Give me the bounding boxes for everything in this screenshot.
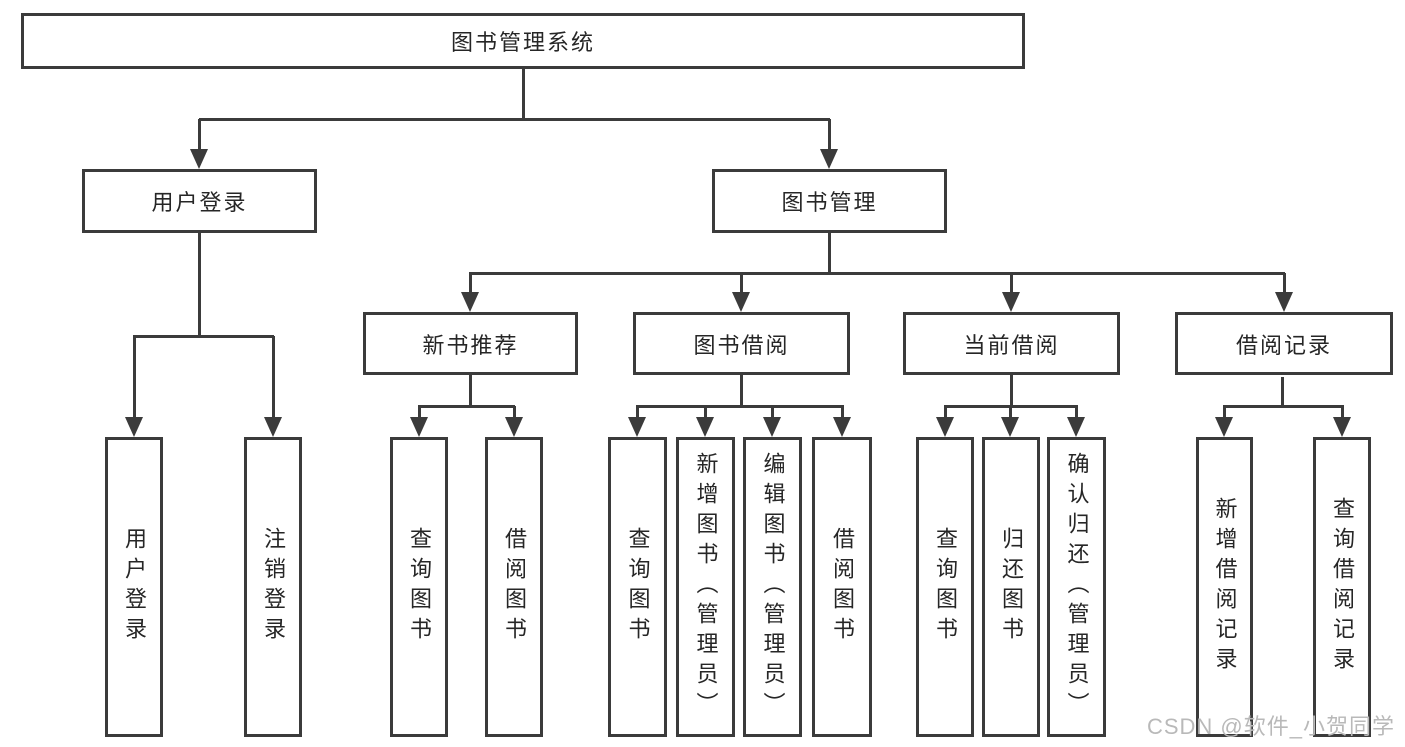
node-label: 当前借阅 bbox=[963, 332, 1060, 358]
arrowhead-down-icon bbox=[696, 417, 714, 437]
connector-line bbox=[1223, 406, 1226, 419]
connector-line bbox=[1009, 406, 1012, 419]
connector-line bbox=[771, 406, 774, 419]
leaf-borrow-books-recommend: 借阅图书 bbox=[485, 437, 543, 737]
connector-line bbox=[1010, 273, 1013, 294]
connector-line bbox=[272, 336, 275, 419]
node-label: 归还图书 bbox=[999, 527, 1024, 647]
connector-line bbox=[1341, 406, 1344, 419]
arrowhead-down-icon bbox=[505, 417, 523, 437]
arrowhead-down-icon bbox=[936, 417, 954, 437]
arrowhead-down-icon bbox=[820, 149, 838, 169]
node-label: 注销登录 bbox=[261, 527, 286, 647]
arrowhead-down-icon bbox=[1275, 292, 1293, 312]
connector-line bbox=[740, 375, 743, 407]
node-label: 新增借阅记录 bbox=[1212, 497, 1238, 677]
connector-line bbox=[636, 406, 639, 419]
node-label: 图书管理系统 bbox=[450, 30, 595, 55]
leaf-user-login: 用户登录 bbox=[105, 437, 163, 737]
node-user-login: 用户登录 bbox=[82, 169, 317, 233]
arrowhead-down-icon bbox=[264, 417, 282, 437]
connector-line bbox=[1075, 406, 1078, 419]
arrowhead-down-icon bbox=[763, 417, 781, 437]
leaf-query-books-recommend: 查询图书 bbox=[390, 437, 448, 737]
node-label: 图书借阅 bbox=[693, 332, 790, 358]
node-label: 新增图书（管理员） bbox=[693, 452, 719, 722]
leaf-confirm-return-admin: 确认归还（管理员） bbox=[1047, 437, 1106, 737]
leaf-borrow-books: 借阅图书 bbox=[812, 437, 872, 737]
leaf-add-borrow-record: 新增借阅记录 bbox=[1196, 437, 1253, 737]
connector-line bbox=[944, 406, 947, 419]
connector-line bbox=[198, 233, 201, 337]
connector-line bbox=[828, 119, 831, 151]
connector-line bbox=[704, 406, 707, 419]
connector-line bbox=[133, 336, 136, 419]
csdn-watermark: CSDN @软件_小贺同学 bbox=[1146, 714, 1395, 739]
connector-line bbox=[469, 272, 1285, 275]
node-label: 用户登录 bbox=[151, 190, 248, 215]
node-label: 确认归还（管理员） bbox=[1064, 452, 1090, 722]
arrowhead-down-icon bbox=[1001, 417, 1019, 437]
arrowhead-down-icon bbox=[1002, 292, 1020, 312]
connector-line bbox=[199, 118, 830, 121]
arrowhead-down-icon bbox=[125, 417, 143, 437]
connector-line bbox=[513, 406, 516, 419]
node-label: 查询借阅记录 bbox=[1330, 497, 1355, 677]
connector-line bbox=[1223, 405, 1344, 408]
node-label: 查询图书 bbox=[933, 527, 958, 647]
arrowhead-down-icon bbox=[833, 417, 851, 437]
connector-line bbox=[636, 405, 844, 408]
node-book-borrowing: 图书借阅 bbox=[633, 312, 850, 375]
connector-line bbox=[1283, 273, 1286, 294]
node-new-book-recommend: 新书推荐 bbox=[363, 312, 578, 375]
node-label: 编辑图书（管理员） bbox=[760, 452, 786, 722]
arrowhead-down-icon bbox=[410, 417, 428, 437]
connector-line bbox=[198, 119, 201, 151]
node-label: 用户登录 bbox=[122, 527, 147, 647]
node-label: 新书推荐 bbox=[422, 332, 519, 358]
arrowhead-down-icon bbox=[190, 149, 208, 169]
node-book-management: 图书管理 bbox=[712, 169, 947, 233]
node-label: 借阅图书 bbox=[830, 527, 855, 647]
leaf-query-borrow-record: 查询借阅记录 bbox=[1313, 437, 1371, 737]
node-current-borrowing: 当前借阅 bbox=[903, 312, 1120, 375]
connector-line bbox=[469, 273, 472, 294]
leaf-query-books-borrow: 查询图书 bbox=[608, 437, 667, 737]
connector-line bbox=[1010, 375, 1013, 407]
leaf-query-books-current: 查询图书 bbox=[916, 437, 974, 737]
arrowhead-down-icon bbox=[732, 292, 750, 312]
node-borrowing-records: 借阅记录 bbox=[1175, 312, 1393, 375]
arrowhead-down-icon bbox=[461, 292, 479, 312]
connector-line bbox=[828, 233, 831, 274]
leaf-edit-book-admin: 编辑图书（管理员） bbox=[743, 437, 802, 737]
node-label: 图书管理 bbox=[781, 190, 878, 215]
leaf-logout: 注销登录 bbox=[244, 437, 302, 737]
connector-line bbox=[133, 335, 274, 338]
connector-line bbox=[469, 375, 472, 407]
arrowhead-down-icon bbox=[1333, 417, 1351, 437]
node-label: 借阅记录 bbox=[1235, 332, 1332, 358]
node-label: 查询图书 bbox=[407, 527, 432, 647]
connector-line bbox=[418, 405, 515, 408]
leaf-add-book-admin: 新增图书（管理员） bbox=[676, 437, 735, 737]
arrowhead-down-icon bbox=[628, 417, 646, 437]
arrowhead-down-icon bbox=[1215, 417, 1233, 437]
connector-line bbox=[740, 273, 743, 294]
connector-line bbox=[1281, 377, 1284, 407]
leaf-return-book: 归还图书 bbox=[982, 437, 1040, 737]
node-root-library-system: 图书管理系统 bbox=[21, 13, 1025, 69]
node-label: 查询图书 bbox=[625, 527, 651, 647]
node-label: 借阅图书 bbox=[502, 527, 527, 647]
connector-line bbox=[522, 69, 525, 120]
connector-line bbox=[841, 406, 844, 419]
arrowhead-down-icon bbox=[1067, 417, 1085, 437]
connector-line bbox=[418, 406, 421, 419]
